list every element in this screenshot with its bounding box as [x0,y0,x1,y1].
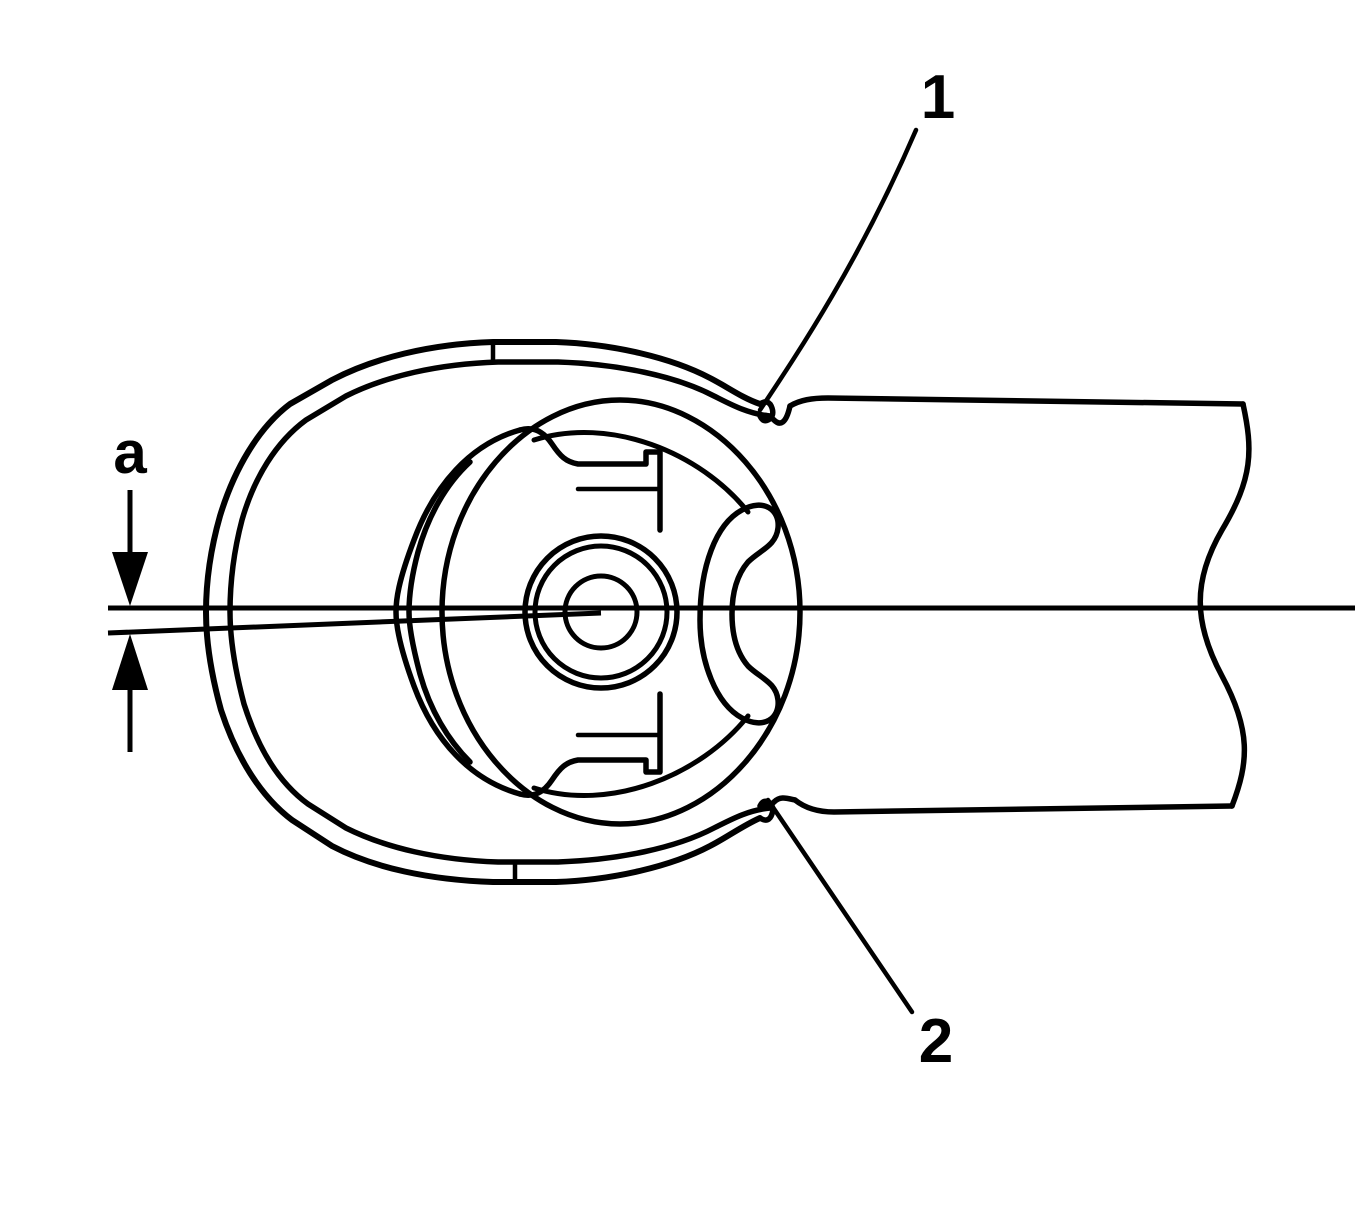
hub-outer-circle [522,533,680,691]
shaft-break-line [1197,401,1252,809]
circlip-c-shape [697,502,781,726]
inner-cage-contour [406,459,473,765]
boot-lower-notch [757,795,798,823]
inner-race-group [393,426,663,798]
shaft-upper-edge [787,395,1246,409]
circlip-group [697,502,781,726]
boot-inner-wall [227,359,773,865]
joint-axis-line [107,610,602,636]
boot-outer-wall [203,339,763,885]
callout-1-leader [757,127,919,413]
axis-group [107,605,1355,636]
shaft-lower-edge [792,797,1235,815]
shaft-group [787,395,1252,815]
outer-race-arc-upper [531,430,751,515]
outer-race-circle [439,397,803,827]
dimension-lower-arrowhead [112,634,148,690]
callout-2-label: 2 [919,1007,953,1076]
dimension-label-a: a [113,419,147,486]
callout-1-label: 1 [921,63,955,132]
boot-upper-notch [757,399,793,426]
inner-race-upper-step [517,426,663,533]
callout-2-leader [765,797,915,1015]
callout-1-group: 1 [757,63,955,413]
hub-middle-circle [532,543,670,681]
dimension-a-group: a [112,419,148,752]
inner-race-lower-step [517,691,663,798]
outer-race-arc-lower [531,713,751,798]
hub-group [522,533,680,691]
callout-2-group: 2 [765,797,953,1076]
outer-boot-group [203,339,798,885]
dimension-upper-arrowhead [112,552,148,606]
outer-race-group [439,397,803,827]
inner-race-outer-contour [393,427,523,797]
